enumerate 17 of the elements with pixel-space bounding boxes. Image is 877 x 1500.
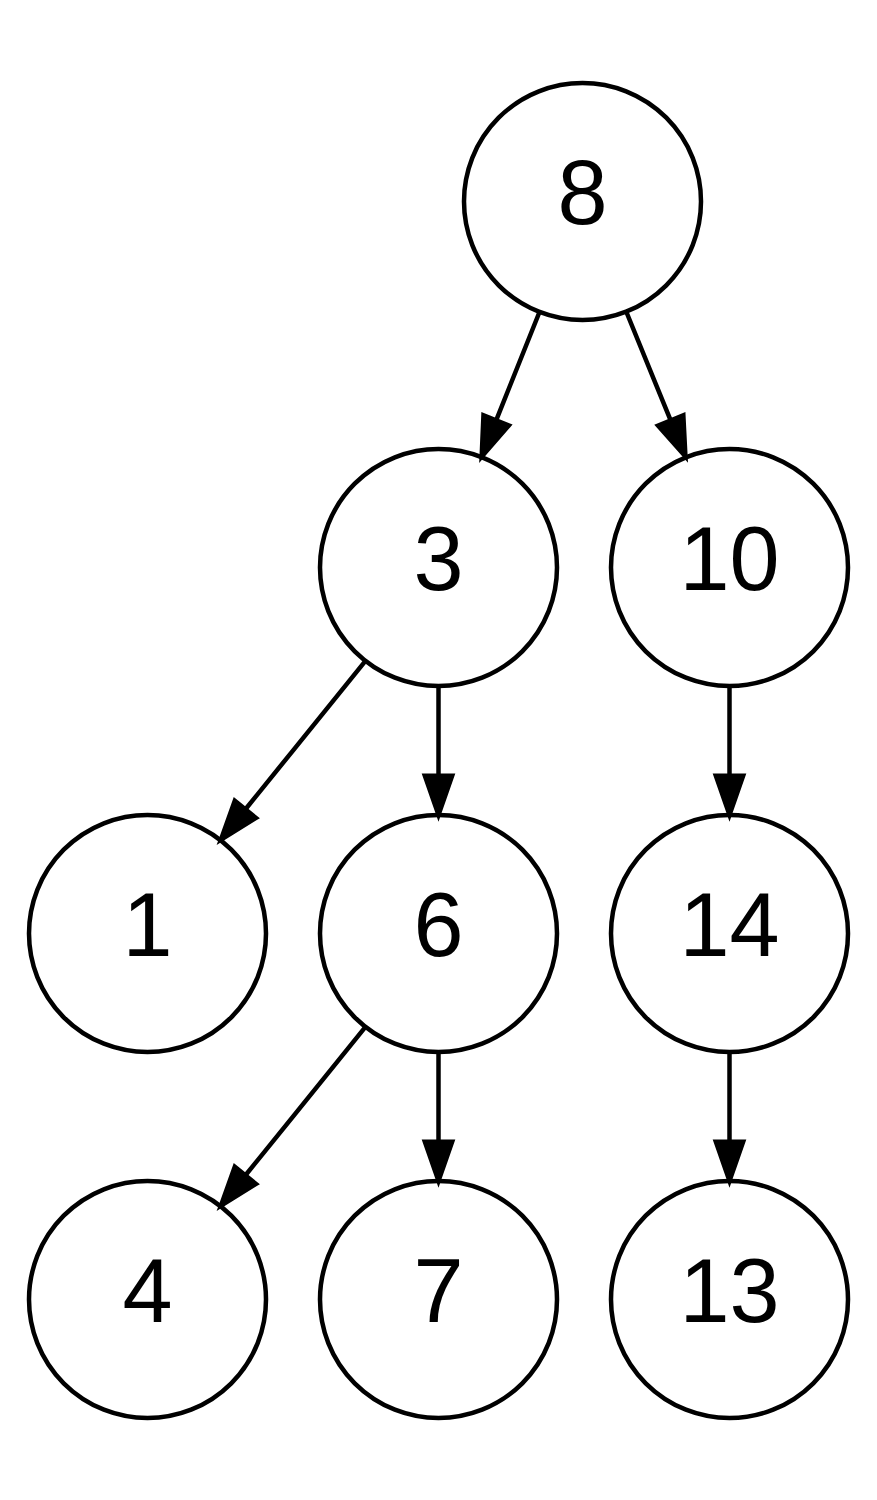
node-circle: 13 [608,1178,851,1420]
arrow [712,685,747,822]
node-circle: 1 [26,812,269,1054]
arrow [479,311,542,463]
arrow [421,1051,456,1188]
node-circle: 4 [26,1178,269,1420]
arrow [421,685,456,822]
arrow [624,311,688,463]
node-circle: 8 [461,80,704,322]
node-circle: 7 [317,1178,560,1420]
arrow [216,659,367,845]
node-circle: 3 [317,446,560,688]
node-circle: 10 [608,446,851,688]
node-circle: 6 [317,812,560,1054]
arrow [216,1025,367,1211]
node-circle: 14 [608,812,851,1054]
arrow [712,1051,747,1188]
